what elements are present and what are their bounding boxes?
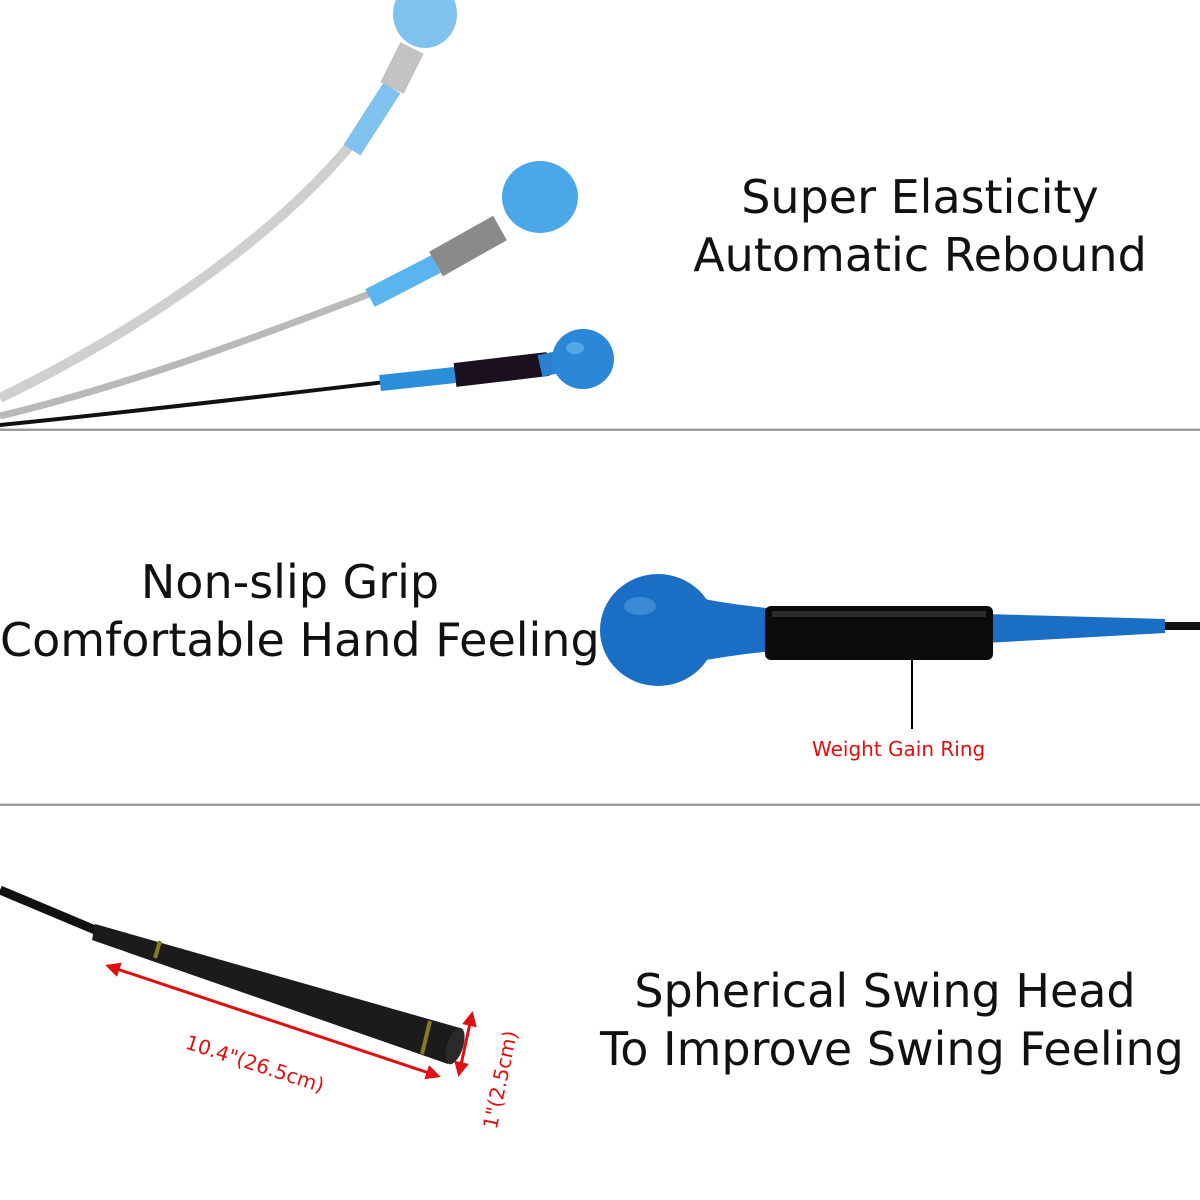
elasticity-line-1: Super Elasticity — [741, 170, 1099, 224]
panel-grip: Non-slip Grip Comfortable Hand Feeling W… — [0, 431, 1200, 803]
shaft — [0, 885, 102, 937]
weight-gain-ring-label: Weight Gain Ring — [812, 737, 986, 761]
elasticity-line-2: Automatic Rebound — [693, 228, 1147, 282]
head-line-1: Spherical Swing Head — [634, 964, 1136, 1018]
ball-highlight — [566, 342, 584, 354]
swing-ball — [600, 574, 716, 686]
blue-grip — [985, 614, 1165, 643]
grip-band-1 — [153, 940, 162, 959]
faded-grip-middle — [365, 255, 441, 307]
faded-shaft-middle — [0, 286, 382, 420]
panel-head: 10.4"(26.5cm) 1"(2.5cm) Spherical Swing … — [0, 806, 1200, 1200]
faded-sleeve-outer — [380, 42, 424, 94]
ball-highlight — [624, 597, 656, 615]
faded-ball-middle — [502, 161, 578, 233]
panel-elasticity: Super Elasticity Automatic Rebound — [0, 0, 1200, 430]
head-heading: Spherical Swing Head To Improve Swing Fe… — [600, 962, 1184, 1078]
weight-gain-ring — [765, 606, 993, 660]
length-arrow — [105, 962, 441, 1080]
faded-grip-outer — [343, 82, 401, 156]
divider-top — [0, 428, 1200, 431]
grip-line-2: Comfortable Hand Feeling — [0, 613, 600, 667]
faded-sleeve-middle — [429, 215, 507, 277]
grip-dimension-illustration — [0, 885, 477, 1080]
diameter-arrow — [454, 1011, 477, 1077]
grip-closeup-illustration — [600, 574, 1200, 729]
shaft — [1150, 622, 1200, 630]
blue-grip — [379, 367, 456, 391]
ring-highlight — [772, 611, 986, 617]
rubber-grip — [92, 924, 460, 1064]
faded-shaft-outer — [0, 117, 375, 403]
grip-line-1: Non-slip Grip — [140, 555, 440, 609]
swing-ball — [552, 329, 614, 389]
faded-ball-outer — [393, 0, 457, 48]
black-sleeve — [453, 352, 550, 387]
elasticity-heading: Super Elasticity Automatic Rebound — [680, 168, 1160, 284]
divider-bottom — [0, 803, 1200, 806]
head-line-2: To Improve Swing Feeling — [600, 1022, 1184, 1076]
grip-heading: Non-slip Grip Comfortable Hand Feeling — [0, 553, 600, 669]
shaft — [0, 380, 386, 427]
swing-trainer-motion-illustration — [0, 0, 614, 427]
